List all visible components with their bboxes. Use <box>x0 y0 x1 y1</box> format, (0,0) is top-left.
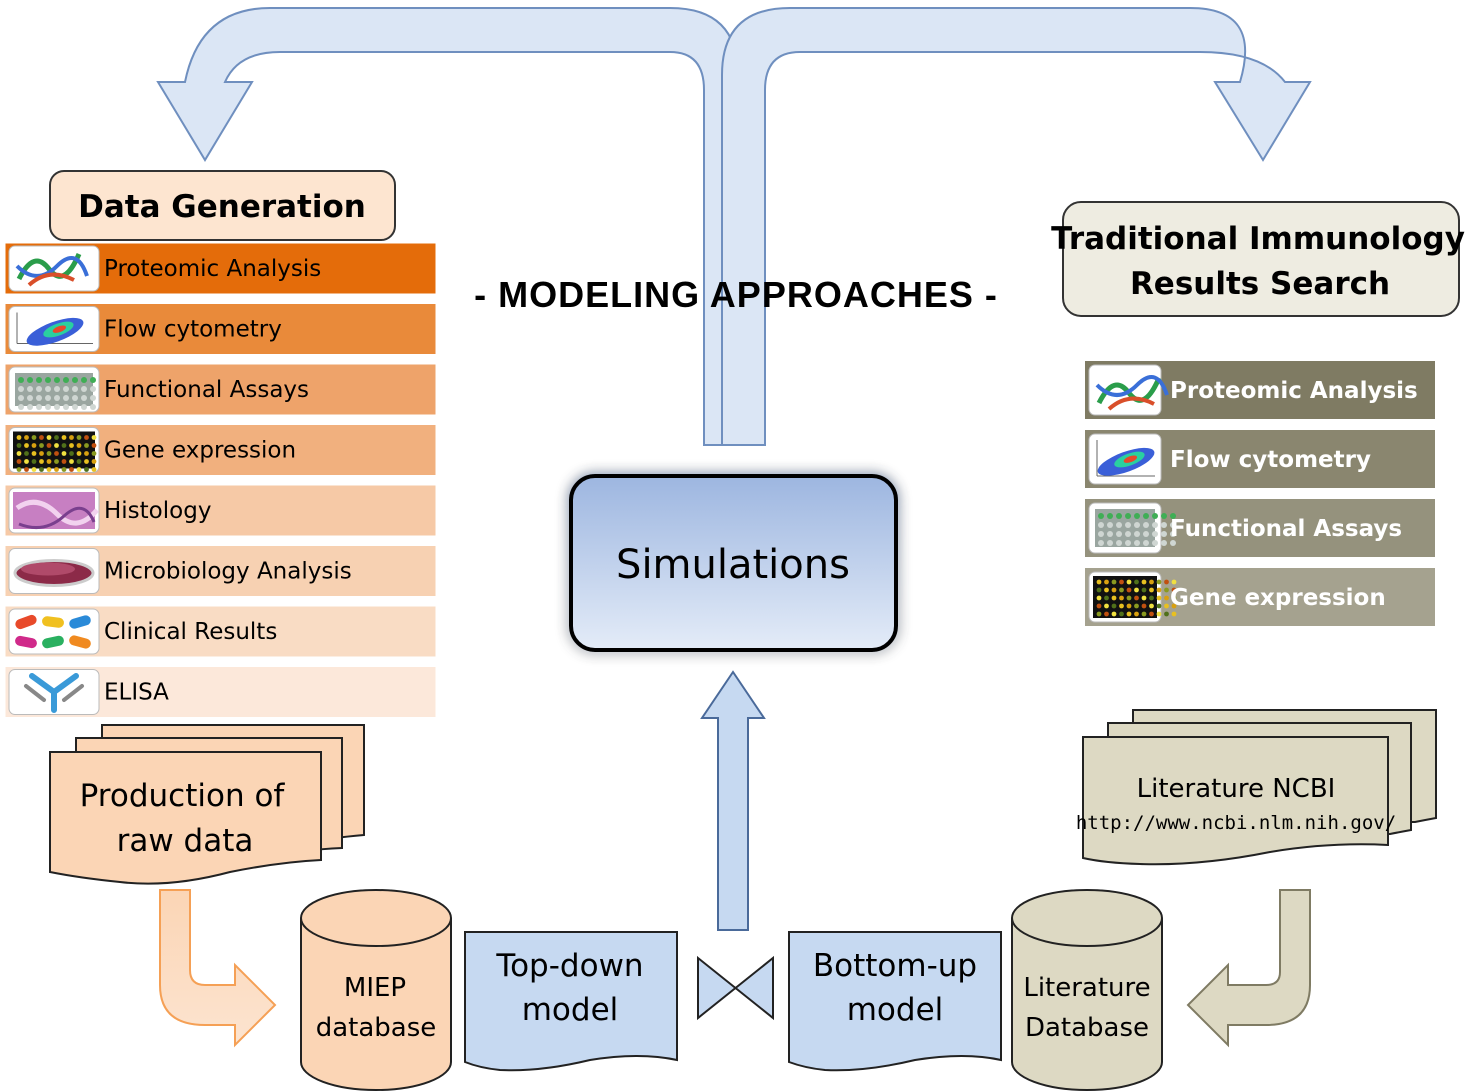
data-generation-item-label: Functional Assays <box>104 377 309 403</box>
traditional-item-label: Proteomic Analysis <box>1170 378 1418 404</box>
traditional-item: Gene expression <box>1085 568 1435 626</box>
miep-db-line1: MIEP <box>344 973 406 1003</box>
literature-database-cylinder: Literature Database <box>1011 889 1163 1091</box>
tan-curved-arrow <box>1186 889 1311 1048</box>
traditional-item-label: Flow cytometry <box>1170 447 1371 473</box>
data-generation-item: Flow cytometry <box>4 303 437 355</box>
top-right-curved-arrow <box>721 7 1312 446</box>
data-generation-item-label: Proteomic Analysis <box>104 256 321 282</box>
data-generation-item: Functional Assays <box>4 363 437 416</box>
traditional-item: Functional Assays <box>1085 499 1435 557</box>
data-generation-box: Data Generation <box>49 170 396 241</box>
traditional-item: Proteomic Analysis <box>1085 361 1435 419</box>
well-plate-icon <box>8 366 100 413</box>
top-left-curved-arrow <box>156 7 739 446</box>
protein-structure-icon <box>1088 364 1169 416</box>
bowtie-collate-icon <box>697 955 774 1021</box>
raw-data-line2: raw data <box>117 823 254 859</box>
tissue-slide-icon <box>8 487 100 534</box>
literature-ncbi-url: http://www.ncbi.nlm.nih.gov/ <box>1076 812 1396 834</box>
literature-ncbi-documents: Literature NCBI http://www.ncbi.nlm.nih.… <box>1076 709 1437 866</box>
miep-db-line2: database <box>316 1013 437 1043</box>
data-generation-item: Clinical Results <box>4 605 437 658</box>
antibody-icon <box>8 669 100 715</box>
up-arrow <box>700 670 766 931</box>
well-plate-icon <box>1088 502 1176 554</box>
raw-data-line1: Production of <box>80 778 286 814</box>
flow-cytometry-plot-icon <box>8 306 100 352</box>
literature-db-line1: Literature <box>1023 973 1150 1003</box>
traditional-item: Flow cytometry <box>1085 430 1435 488</box>
data-generation-item-label: Histology <box>104 498 211 524</box>
pills-icon <box>8 608 100 655</box>
literature-db-line2: Database <box>1025 1013 1149 1043</box>
top-down-line2: model <box>522 992 619 1028</box>
miep-database-cylinder: MIEP database <box>300 889 452 1091</box>
microarray-icon <box>1088 571 1177 623</box>
traditional-heading-line2: Results Search <box>1130 266 1390 302</box>
bottom-up-line2: model <box>847 992 944 1028</box>
literature-ncbi-line1: Literature NCBI <box>1137 774 1336 804</box>
bottom-up-line1: Bottom-up <box>813 948 977 984</box>
data-generation-item: Histology <box>4 484 437 537</box>
data-generation-item: Gene expression <box>4 424 437 476</box>
data-generation-item-label: Flow cytometry <box>104 317 282 343</box>
simulations-label: Simulations <box>616 542 850 588</box>
data-generation-item-label: Clinical Results <box>104 619 277 645</box>
data-generation-item: Microbiology Analysis <box>4 545 437 597</box>
data-generation-item-label: ELISA <box>104 680 169 706</box>
traditional-search-box: Traditional Immunology Results Search <box>1051 201 1465 317</box>
traditional-item-label: Functional Assays <box>1170 516 1402 542</box>
flow-cytometry-plot-icon <box>1088 433 1162 485</box>
simulations-box: Simulations <box>569 474 898 652</box>
data-generation-item-label: Gene expression <box>104 438 296 464</box>
top-down-model-doc: Top-down model <box>464 931 678 1072</box>
traditional-heading-line1: Traditional Immunology <box>1051 221 1465 257</box>
petri-dish-icon <box>8 548 100 594</box>
diagram-title: - MODELING APPROACHES - <box>474 274 998 315</box>
microarray-icon <box>8 427 100 473</box>
bottom-up-model-doc: Bottom-up model <box>788 931 1002 1072</box>
data-generation-item-label: Microbiology Analysis <box>104 559 352 585</box>
protein-structure-icon <box>8 245 100 292</box>
raw-data-documents: Production of raw data <box>49 724 365 885</box>
traditional-item-label: Gene expression <box>1170 585 1386 611</box>
data-generation-item: Proteomic Analysis <box>4 242 437 295</box>
orange-curved-arrow <box>159 889 277 1048</box>
data-generation-heading: Data Generation <box>78 189 366 225</box>
data-generation-item: ELISA <box>4 666 437 718</box>
top-down-line1: Top-down <box>495 948 643 984</box>
